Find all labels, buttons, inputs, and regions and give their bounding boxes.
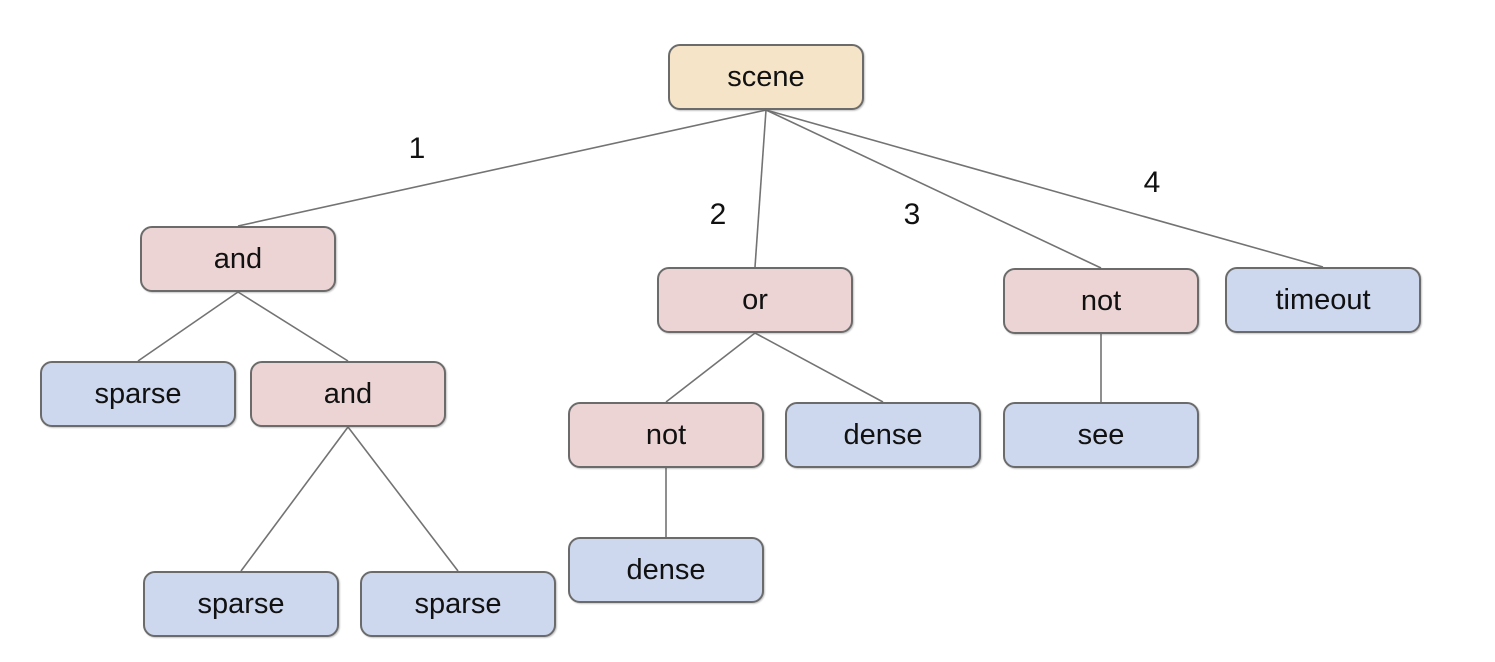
tree-node-not2[interactable]: not: [568, 402, 764, 468]
tree-node-timeout1[interactable]: timeout: [1225, 267, 1421, 333]
tree-node-sparse1[interactable]: sparse: [40, 361, 236, 427]
node-label: and: [213, 242, 263, 275]
node-label: sparse: [94, 377, 182, 410]
edge-label-1: 1: [408, 132, 426, 165]
tree-edge-and1-and2: [237, 291, 349, 362]
tree-edge-and2-sparse2: [240, 426, 349, 572]
node-label: sparse: [414, 587, 502, 620]
tree-node-and2[interactable]: and: [250, 361, 446, 427]
tree-node-see1[interactable]: see: [1003, 402, 1199, 468]
tree-node-or1[interactable]: or: [657, 267, 853, 333]
node-label: and: [323, 377, 373, 410]
edge-label-3: 3: [903, 198, 921, 231]
tree-node-not1[interactable]: not: [1003, 268, 1199, 334]
tree-node-and1[interactable]: and: [140, 226, 336, 292]
node-label: not: [1080, 284, 1122, 317]
tree-edge-scene-or1: [754, 109, 767, 268]
node-label: see: [1077, 418, 1125, 451]
tree-node-sparse3[interactable]: sparse: [360, 571, 556, 637]
tree-node-dense1[interactable]: dense: [785, 402, 981, 468]
tree-edge-and2-sparse3: [347, 426, 459, 572]
node-label: or: [742, 283, 768, 316]
tree-edge-and1-sparse1: [137, 291, 239, 362]
node-label: dense: [626, 553, 706, 586]
node-label: timeout: [1275, 283, 1371, 316]
edge-label-2: 2: [709, 198, 727, 231]
tree-edge-or1-dense1: [754, 332, 884, 403]
tree-edge-scene-timeout1: [765, 109, 1324, 268]
tree-edge-scene-and1: [237, 109, 767, 227]
tree-edge-or1-not2: [665, 332, 756, 403]
node-label: not: [645, 418, 687, 451]
tree-node-scene[interactable]: scene: [668, 44, 864, 110]
edge-label-4: 4: [1143, 166, 1161, 199]
node-label: dense: [843, 418, 923, 451]
node-label: sparse: [197, 587, 285, 620]
tree-edge-scene-not1: [765, 109, 1102, 269]
tree-node-dense2[interactable]: dense: [568, 537, 764, 603]
node-label: scene: [727, 60, 805, 93]
tree-node-sparse2[interactable]: sparse: [143, 571, 339, 637]
